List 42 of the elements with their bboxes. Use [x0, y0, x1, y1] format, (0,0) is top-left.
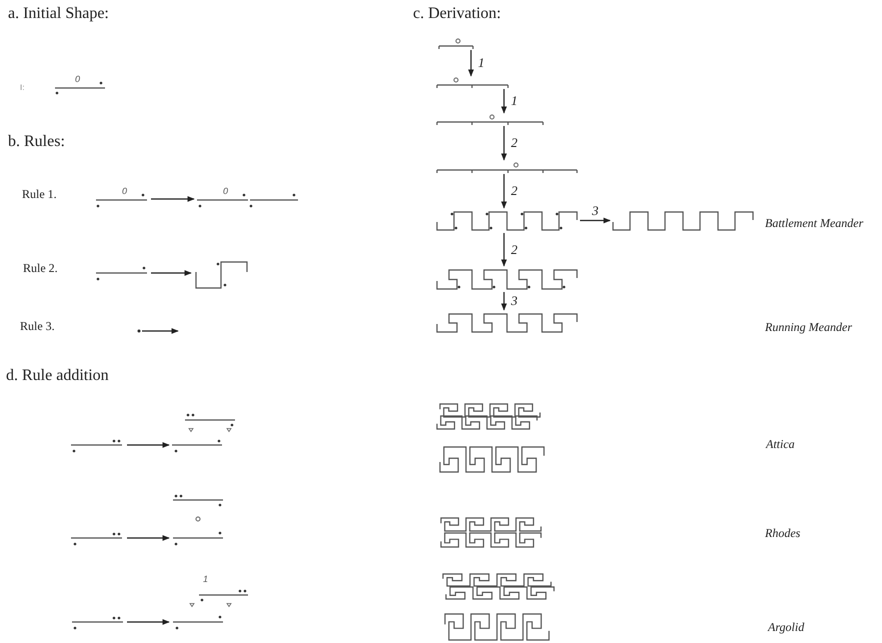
shape-drawing: [435, 113, 545, 126]
rule-label: Rule 2.: [23, 262, 58, 274]
arrow: [142, 328, 179, 334]
pattern-name: Running Meander: [765, 321, 852, 333]
shape-drawing: [435, 160, 579, 174]
shape-drawing: [435, 76, 510, 89]
arrow: [151, 270, 192, 276]
arrow: [127, 619, 170, 625]
pattern-name: Battlement Meander: [765, 217, 864, 229]
node-box: [137, 329, 141, 333]
edge-label: 3: [592, 204, 598, 216]
arrow: [127, 442, 170, 448]
arrow: [580, 218, 611, 224]
section-heading: d. Rule addition: [6, 368, 109, 384]
shape-label: 0: [122, 187, 128, 196]
edge-label: 2: [511, 184, 518, 197]
rule-label: Rule 3.: [20, 320, 55, 332]
edge-label: 2: [511, 136, 518, 149]
edge-label: 1: [511, 94, 518, 107]
pattern-name: Argolid: [768, 621, 804, 633]
shape-drawing: [437, 38, 475, 50]
section-heading: a. Initial Shape:: [8, 6, 109, 22]
arrow: [468, 50, 474, 77]
arrow: [127, 535, 170, 541]
section-heading: b. Rules:: [8, 134, 65, 150]
shape-label: 0: [75, 75, 80, 84]
section-heading: c. Derivation:: [413, 6, 501, 22]
shape-label: 1: [203, 575, 208, 584]
edge-label: 2: [511, 242, 518, 256]
arrow: [501, 89, 507, 114]
arrow: [151, 196, 195, 202]
arrow: [501, 233, 507, 267]
arrow: [501, 292, 507, 311]
edge-label: 1: [478, 56, 484, 69]
arrow: [501, 126, 507, 161]
arrow: [501, 174, 507, 209]
pattern-name: Attica: [766, 438, 795, 450]
edge-label: 3: [511, 294, 518, 307]
pattern-name: Rhodes: [765, 527, 800, 539]
shape-label: I:: [20, 84, 24, 92]
shape-label: 0: [223, 187, 228, 196]
rule-label: Rule 1.: [22, 188, 57, 200]
